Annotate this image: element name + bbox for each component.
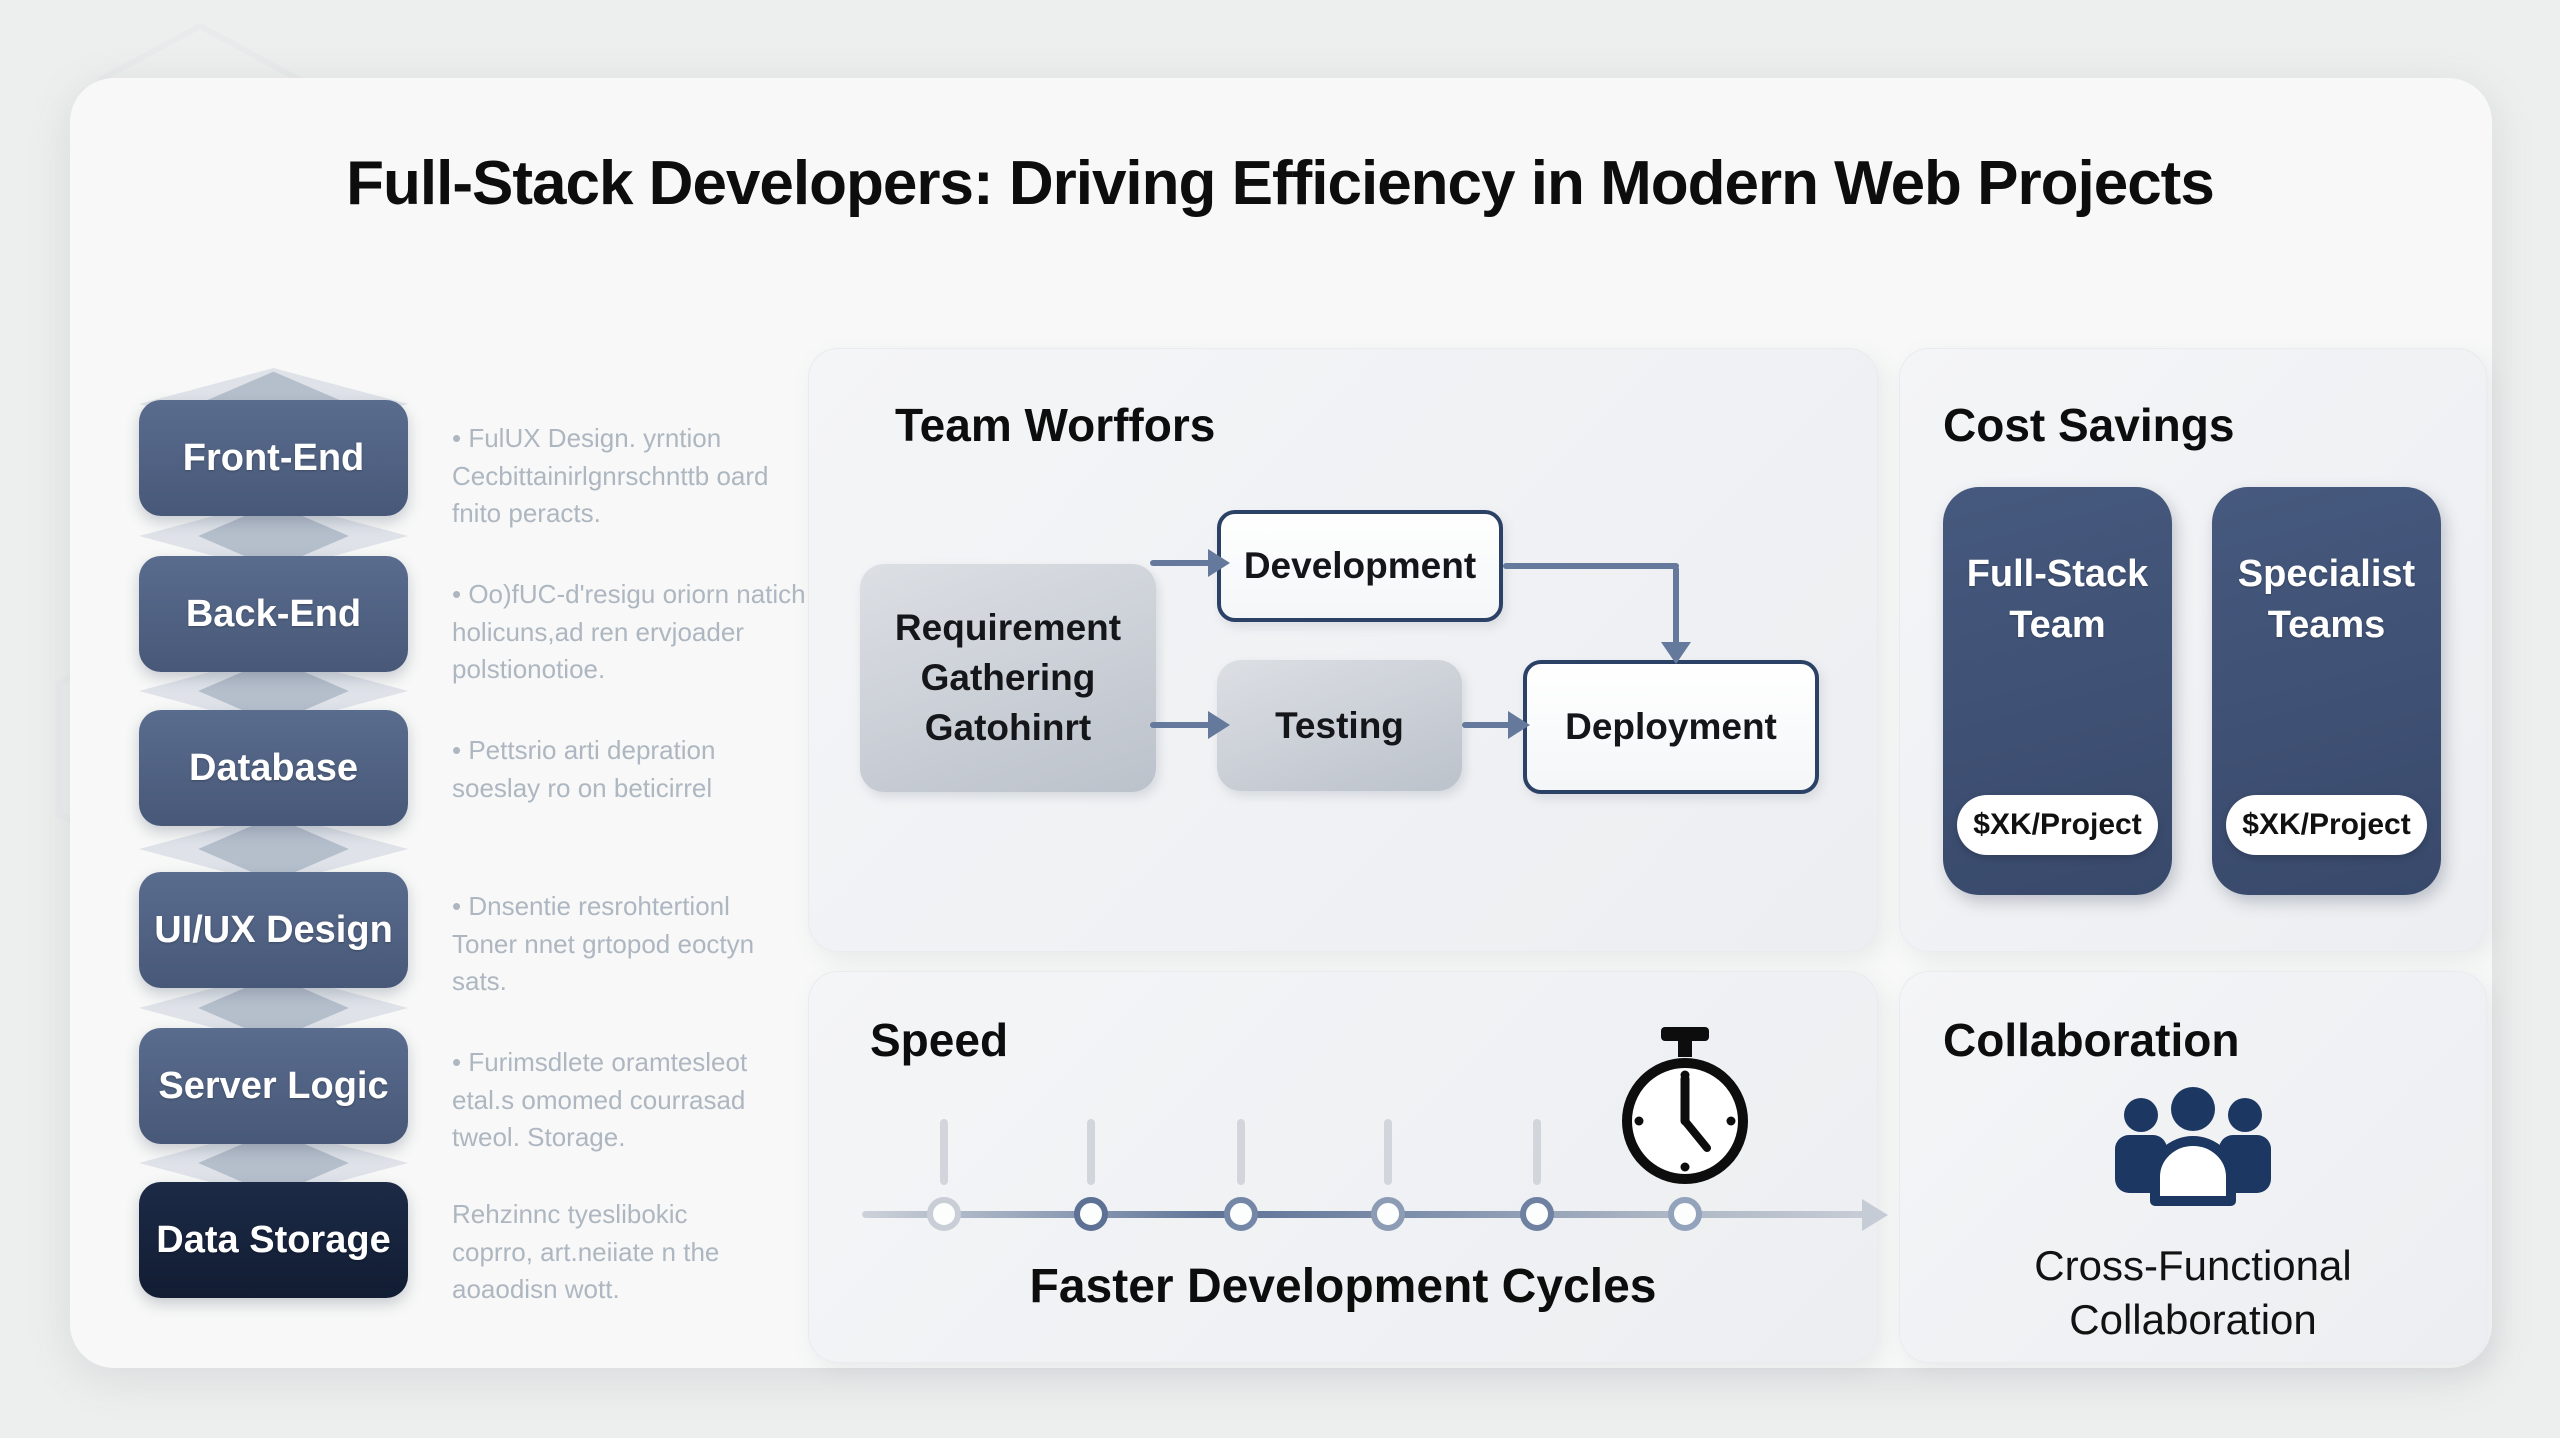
cost-card-name: Specialist Teams bbox=[2237, 553, 2416, 647]
people-icon bbox=[2115, 1087, 2271, 1206]
cost-card-full-stack-team: Full-Stack Team $XK/Project bbox=[1943, 487, 2172, 895]
timeline-node bbox=[1668, 1197, 1702, 1231]
timeline-tick bbox=[1087, 1119, 1095, 1185]
arrow-test-to-deploy bbox=[1462, 722, 1514, 728]
arrow-req-to-test bbox=[1150, 722, 1212, 728]
stopwatch-icon bbox=[1622, 1027, 1748, 1184]
timeline-tick bbox=[940, 1119, 948, 1185]
cost-card-price-badge: $XK/Project bbox=[2226, 795, 2427, 855]
arrow-test-to-deploy-head bbox=[1508, 711, 1530, 739]
arrow-req-to-dev bbox=[1150, 560, 1212, 566]
timeline-line bbox=[862, 1211, 1872, 1218]
stack-item-desc: • Furimsdlete oramtesleot etal.s omomed … bbox=[452, 1047, 748, 1153]
stack-item-database: Database bbox=[139, 710, 408, 826]
stack-item-data-storage: Data Storage bbox=[139, 1182, 408, 1298]
timeline-node bbox=[1520, 1197, 1554, 1231]
arrow-req-to-dev-head bbox=[1208, 549, 1230, 577]
stack-item-server-logic: Server Logic bbox=[139, 1028, 408, 1144]
timeline-node bbox=[1074, 1197, 1108, 1231]
flow-node-development: Development bbox=[1217, 510, 1503, 622]
stack-item-desc: • Pettsrio arti depration soeslay ro on … bbox=[452, 735, 716, 803]
arrow-dev-to-deploy-drop bbox=[1673, 566, 1679, 646]
stack-item-desc: • Oo)fUC-d'resigu oriorn natich holicuns… bbox=[452, 579, 806, 685]
flow-node-requirement-gathering: Requirement Gathering Gatohinrt bbox=[860, 564, 1156, 792]
collaboration-panel: Collaboration Cross-Functional Collabora… bbox=[1899, 971, 2487, 1363]
cost-card-name: Full-Stack Team bbox=[1966, 553, 2149, 647]
speed-title: Speed bbox=[870, 1014, 1009, 1066]
speed-caption: Faster Development Cycles bbox=[1029, 1260, 1657, 1313]
arrow-req-to-test-head bbox=[1208, 711, 1230, 739]
cost-savings-title: Cost Savings bbox=[1943, 399, 2235, 451]
timeline-node bbox=[1224, 1197, 1258, 1231]
collaboration-caption: Cross-Functional Collaboration bbox=[2034, 1242, 2352, 1343]
team-workflow-panel: Team Worffors Requirement Gathering Gato… bbox=[808, 348, 1878, 952]
stack-item-desc: Rehzinnc tyeslibokic coprro, art.neiiate… bbox=[452, 1199, 720, 1305]
flow-node-deployment: Deployment bbox=[1523, 660, 1819, 794]
flow-node-testing: Testing bbox=[1217, 660, 1462, 791]
stack-item-uiux-design: UI/UX Design bbox=[139, 872, 408, 988]
stack-item-desc: • FulUX Design. yrntion Cecbittainirlgnr… bbox=[452, 423, 769, 529]
arrow-dev-to-deploy-head bbox=[1661, 642, 1691, 664]
timeline-arrowhead bbox=[1862, 1199, 1888, 1231]
stack-item-back-end: Back-End bbox=[139, 556, 408, 672]
page-title: Full-Stack Developers: Driving Efficienc… bbox=[346, 149, 2215, 218]
stack-item-front-end: Front-End bbox=[139, 400, 408, 516]
timeline-node bbox=[927, 1197, 961, 1231]
cost-card-specialist-teams: Specialist Teams $XK/Project bbox=[2212, 487, 2441, 895]
speed-panel: Speed Faster Development Cycles bbox=[808, 971, 1888, 1363]
cost-savings-panel: Cost Savings Full-Stack Team $XK/Project… bbox=[1899, 348, 2487, 952]
arrow-dev-to-deploy bbox=[1503, 563, 1679, 569]
stack-item-desc: • Dnsentie resrohtertionl Toner nnet grt… bbox=[452, 891, 755, 997]
cost-card-price-badge: $XK/Project bbox=[1957, 795, 2158, 855]
timeline-tick bbox=[1533, 1119, 1541, 1185]
timeline-tick bbox=[1237, 1119, 1245, 1185]
timeline-tick bbox=[1384, 1119, 1392, 1185]
timeline-node bbox=[1371, 1197, 1405, 1231]
collaboration-title: Collaboration bbox=[1943, 1014, 2240, 1066]
team-workflow-title: Team Worffors bbox=[895, 399, 1216, 451]
